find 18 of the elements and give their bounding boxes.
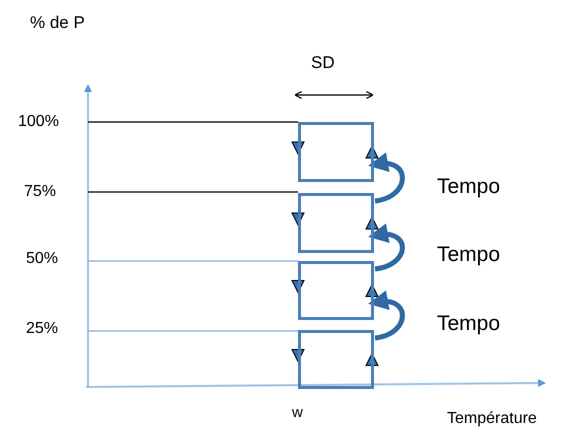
curved-arrow bbox=[368, 291, 405, 340]
curved-arrow bbox=[368, 224, 405, 272]
stage-box bbox=[298, 193, 374, 253]
tick-label: w bbox=[292, 405, 303, 422]
tick-label: 25% bbox=[26, 320, 58, 338]
tick-label: 50% bbox=[26, 250, 58, 268]
curved-arrow bbox=[368, 153, 405, 204]
edge-label: Tempo bbox=[437, 243, 500, 266]
tick-label: 75% bbox=[24, 183, 56, 201]
axis-label: % de P bbox=[30, 14, 85, 33]
dimension-label: SD bbox=[311, 54, 335, 73]
stage-box bbox=[298, 122, 374, 182]
edge-label: Tempo bbox=[437, 175, 500, 198]
tick-label: 100% bbox=[18, 113, 59, 131]
stage-box bbox=[298, 330, 374, 389]
axis-label: Température bbox=[447, 410, 537, 428]
edge-label: Tempo bbox=[437, 312, 500, 336]
stage-box bbox=[298, 261, 374, 320]
